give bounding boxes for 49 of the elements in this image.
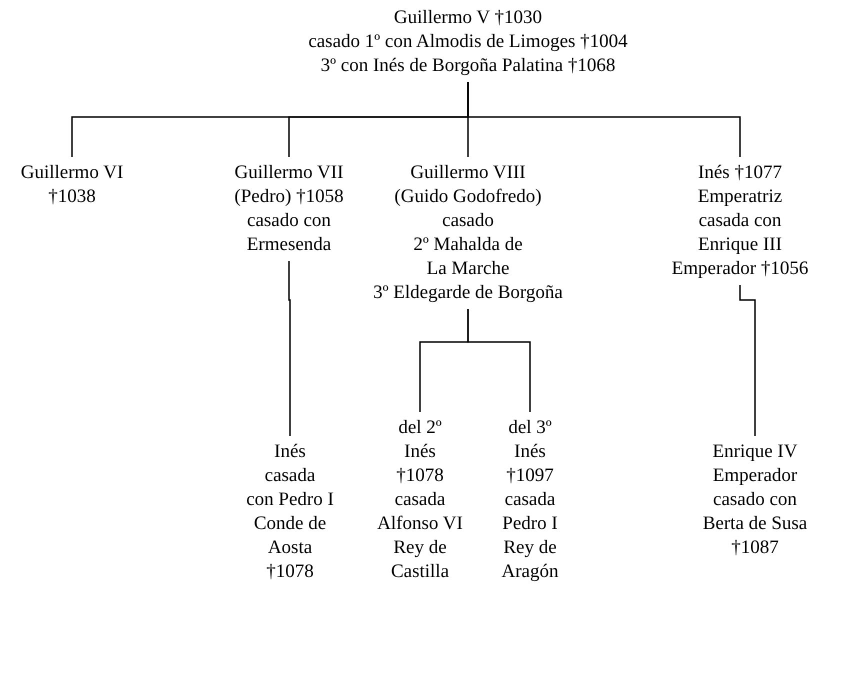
genealogy-text: (Guido Godofredo) [393, 185, 543, 209]
genealogy-text: Emperador [712, 464, 798, 488]
genealogy-text: del 2º [397, 416, 443, 440]
genealogy-text: Berta de Susa [702, 512, 808, 536]
genealogy-text: Inés †1077 [697, 161, 783, 185]
genealogy-text: Rey de [392, 536, 448, 560]
genealogy-text: con Pedro I [245, 488, 335, 512]
genealogy-text: casado [441, 209, 495, 233]
genealogy-text: Ermesenda [246, 233, 332, 257]
genealogy-text: 3º con Inés de Borgoña Palatina †1068 [320, 54, 616, 78]
genealogy-text: †1097 [505, 464, 555, 488]
genealogy-text: Emperador †1056 [670, 257, 810, 281]
genealogy-text: Enrique IV [712, 440, 798, 464]
genealogy-text: Aosta [266, 536, 314, 560]
family-tree-line [467, 82, 741, 157]
genealogy-text: casado 1º con Almodis de Limoges †1004 [307, 30, 629, 54]
genealogy-text: Inés [273, 440, 307, 464]
genealogy-text: casado con [246, 209, 332, 233]
genealogy-text: Conde de [252, 512, 328, 536]
genealogy-text: Alfonso VI [376, 512, 464, 536]
genealogy-text: Guillermo VI [20, 161, 124, 185]
family-tree-line [467, 309, 531, 412]
family-tree-line [739, 285, 756, 436]
genealogy-text: 3º Eldegarde de Borgoña [372, 281, 564, 305]
genealogy-text: Guillermo VIII [409, 161, 527, 185]
genealogy-text: del 3º [507, 416, 553, 440]
genealogy-text: Rey de [502, 536, 558, 560]
genealogy-text: †1078 [265, 560, 315, 584]
genealogy-text: casada [264, 464, 316, 488]
genealogy-text: Inés [513, 440, 547, 464]
genealogy-text: casada con [698, 209, 782, 233]
genealogy-text: †1038 [47, 185, 97, 209]
genealogy-text: †1078 [395, 464, 445, 488]
genealogy-text: 2º Mahalda de [412, 233, 524, 257]
genealogy-text: Castilla [390, 560, 450, 584]
family-tree-line [288, 261, 291, 436]
genealogy-text: casada [504, 488, 556, 512]
genealogy-text: Inés [403, 440, 437, 464]
genealogy-text: Guillermo VII [234, 161, 344, 185]
genealogy-text: Pedro I [501, 512, 559, 536]
genealogy-text: Enrique III [697, 233, 783, 257]
genealogy-text: †1087 [730, 536, 780, 560]
genealogy-text: (Pedro) †1058 [233, 185, 345, 209]
genealogy-text: casado con [712, 488, 798, 512]
genealogy-text: casada [394, 488, 446, 512]
genealogy-text: Aragón [500, 560, 560, 584]
genealogy-text: La Marche [426, 257, 510, 281]
genealogy-text: Emperatriz [696, 185, 784, 209]
genealogy-text: Guillermo V †1030 [392, 6, 544, 30]
